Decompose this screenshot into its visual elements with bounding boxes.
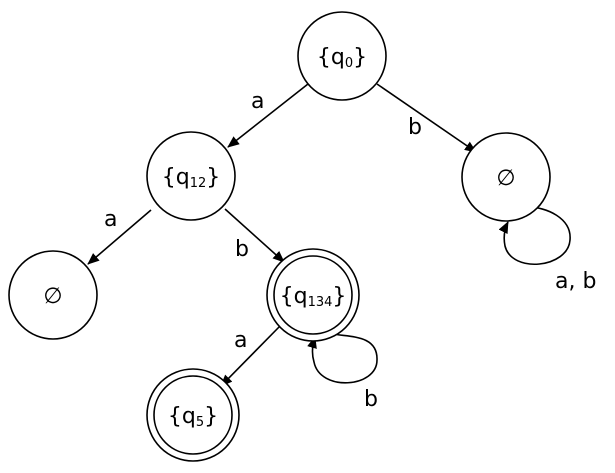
state-q134-accepting: {q134} [266, 248, 360, 342]
edge-q12-empty-left [87, 209, 152, 265]
state-q12: {q12} [146, 131, 236, 221]
svg-text:{q134}: {q134} [280, 284, 347, 310]
label-empty-loop: a, b [555, 269, 596, 294]
loop-q134 [307, 332, 378, 384]
edge-q0-q12 [227, 83, 309, 148]
state-q0: {q0} [297, 11, 387, 101]
label-q0-q12: a [251, 89, 264, 114]
edge-q0-empty-right [376, 83, 477, 153]
state-q5-accepting: {q5} [146, 368, 240, 462]
edge-q12-q134 [224, 208, 285, 263]
svg-text:{q5}: {q5} [168, 404, 218, 430]
edge-q134-q5 [220, 324, 282, 387]
svg-text:{q0}: {q0} [317, 45, 367, 71]
svg-text:{q12}: {q12} [162, 165, 221, 191]
state-empty-right: ∅ [461, 132, 551, 222]
label-q134-loop: b [364, 387, 378, 412]
label-q12-q134: b [235, 237, 249, 262]
svg-text:∅: ∅ [496, 166, 515, 191]
state-empty-left: ∅ [8, 250, 98, 340]
label-q12-empty: a [104, 207, 117, 232]
label-q134-q5: a [234, 328, 247, 353]
svg-text:∅: ∅ [43, 284, 62, 309]
label-q0-empty: b [408, 115, 422, 140]
loop-empty-right [498, 206, 571, 266]
